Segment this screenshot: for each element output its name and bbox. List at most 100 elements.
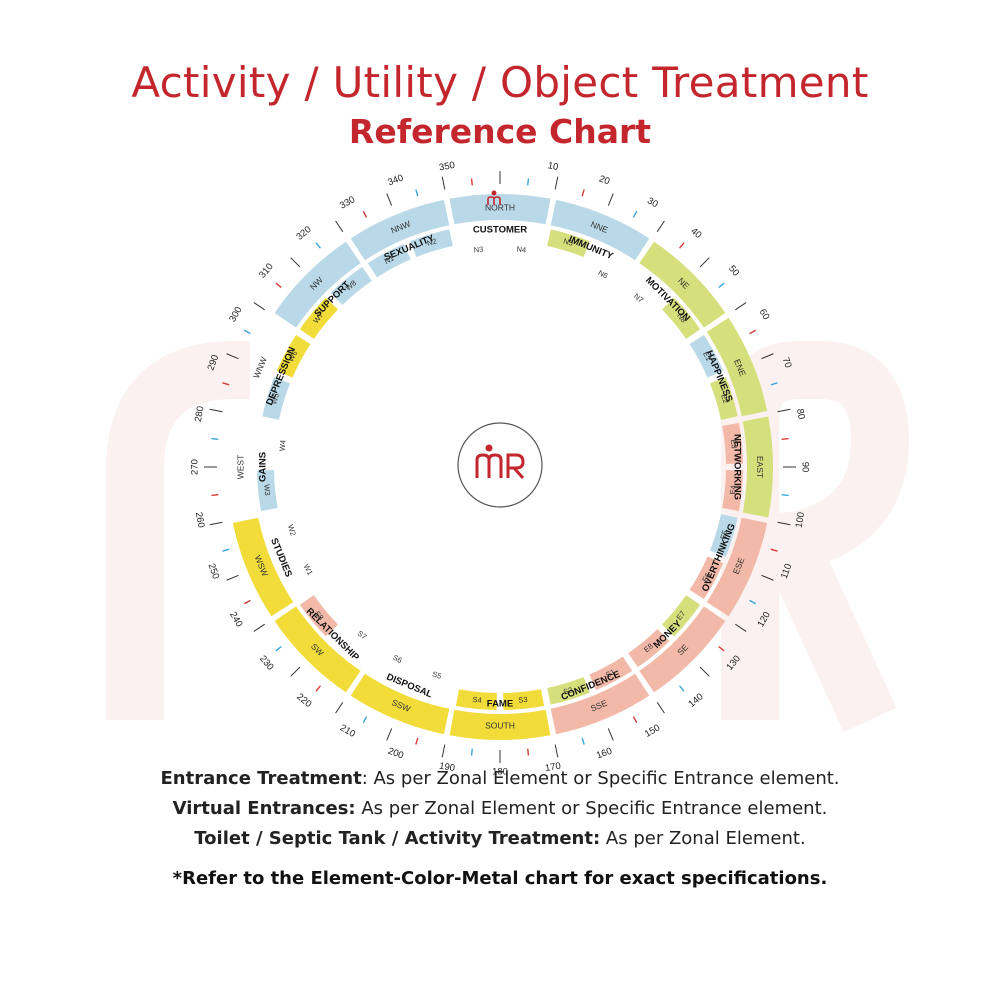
entrance-label: S6 (391, 653, 403, 665)
sub-tick-mark (718, 645, 725, 652)
entrance-segment-n5 (547, 229, 590, 258)
sub-tick-mark (749, 599, 757, 605)
sub-tick-mark (632, 210, 638, 218)
zone-segment-nw (274, 241, 361, 328)
degree-label: 290 (206, 353, 222, 372)
entrance-label: W4 (278, 440, 288, 452)
entrance-label: S3 (518, 695, 528, 705)
degree-label: 220 (294, 691, 313, 710)
north-marker-icon (487, 190, 501, 205)
sub-tick-mark (211, 437, 219, 440)
degree-label: 100 (794, 511, 808, 529)
entrance-label: E5 (718, 529, 729, 540)
tick-mark (226, 574, 239, 581)
entrance-label: N7 (632, 292, 645, 305)
degree-label: 170 (544, 761, 562, 775)
tick-mark (290, 666, 301, 677)
zone-segment-ne (639, 241, 726, 328)
sub-tick-mark (581, 189, 585, 197)
sub-tick-mark (362, 716, 368, 724)
degree-label: 330 (338, 194, 357, 211)
degree-label: 190 (438, 761, 456, 775)
entrance-label: E6 (700, 571, 712, 583)
sub-tick-mark (527, 748, 530, 756)
degree-label: 70 (780, 356, 794, 370)
sub-tick-mark (781, 437, 789, 440)
entrance-label: N5 (562, 236, 574, 247)
tick-mark (441, 176, 446, 190)
sub-tick-mark (275, 645, 282, 652)
sub-tick-mark (211, 494, 219, 497)
degree-label: 180 (492, 767, 508, 778)
sub-tick-mark (781, 494, 789, 497)
entrance-segment-s4 (455, 689, 497, 710)
entrance-label: S2 (562, 685, 573, 696)
zone-segment-wsw (232, 517, 294, 617)
entrance-segment-w6 (276, 334, 311, 378)
entrance-segment-w7 (299, 297, 338, 339)
tick-mark (209, 521, 223, 526)
entrance-segment-n8 (662, 297, 701, 339)
entrance-label: E1 (701, 350, 713, 362)
zone-direction-label: SOUTH (485, 720, 515, 730)
entrance-label: S7 (356, 629, 369, 642)
center-logo (457, 422, 543, 508)
degree-label: 10 (547, 160, 559, 173)
degree-label: 280 (193, 405, 207, 423)
page-title: Activity / Utility / Object Treatment (131, 58, 869, 107)
degree-label: 160 (595, 746, 614, 762)
degree-label: 150 (643, 722, 662, 739)
entrance-label: E4 (728, 485, 738, 495)
degree-label: 310 (257, 261, 276, 280)
tick-mark (735, 302, 747, 311)
sub-tick-mark (470, 178, 473, 186)
tick-mark (554, 176, 559, 190)
degree-label: 210 (338, 722, 357, 739)
zone-activity-label: FAME (487, 699, 513, 710)
zone-activity-label: NETWORKING (731, 434, 742, 500)
degree-label: 90 (799, 462, 810, 473)
zone-segment-ese (706, 517, 768, 617)
tick-mark (335, 702, 344, 714)
sub-tick-mark (415, 189, 419, 197)
note-virtual: Virtual Entrances: As per Zonal Element … (172, 798, 828, 819)
sub-tick-mark (315, 242, 322, 249)
sub-tick-mark (718, 282, 725, 289)
sub-tick-mark (678, 685, 685, 692)
entrance-segment-s2 (547, 676, 590, 705)
degree-label: 250 (205, 562, 221, 581)
entrance-label: E3 (729, 439, 739, 449)
degree-label: 200 (386, 746, 405, 762)
zone-activity-label: GAINS (258, 452, 269, 482)
entrance-label: N1 (383, 254, 396, 266)
entrance-label: W1 (302, 562, 315, 576)
entrance-segment-n2 (410, 229, 453, 258)
entrances-ring (257, 229, 743, 710)
sub-tick-mark (770, 548, 778, 552)
entrance-segment-e7 (662, 595, 701, 637)
degree-label: 50 (726, 263, 741, 278)
degree-label: 240 (227, 610, 244, 629)
entrance-segment-s1 (589, 656, 633, 691)
entrance-label: N3 (473, 245, 483, 255)
entrance-segment-n1 (367, 243, 411, 278)
degree-label: 110 (779, 562, 795, 580)
tick-mark (335, 220, 344, 232)
tick-mark (441, 744, 446, 758)
degree-label: 30 (645, 195, 660, 210)
degree-label: 340 (386, 173, 405, 189)
zone-segment-sw (274, 606, 361, 693)
tick-mark (761, 574, 774, 581)
zone-direction-label: NORTH (485, 202, 515, 212)
entrance-label: W2 (286, 523, 298, 536)
sub-tick-mark (275, 282, 282, 289)
zone-segment-north (449, 194, 551, 225)
sub-tick-mark (581, 737, 585, 745)
zone-direction-label: WEST (235, 455, 245, 480)
tick-mark (386, 728, 393, 741)
entrance-segment-e2 (709, 377, 738, 420)
tick-mark (761, 353, 774, 360)
sub-tick-mark (243, 599, 251, 605)
entrance-label: S5 (431, 669, 442, 680)
